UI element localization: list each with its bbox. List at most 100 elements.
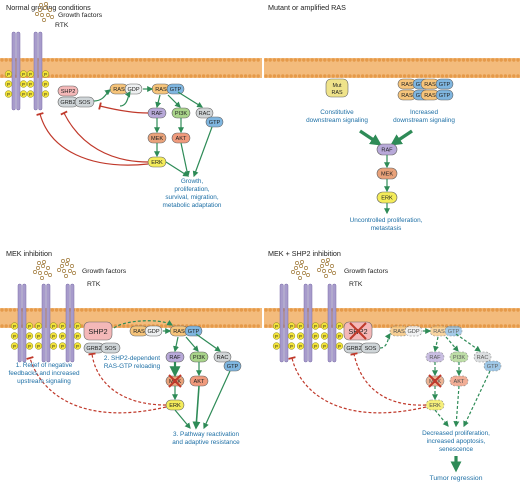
phospho-site xyxy=(34,342,43,350)
lipid-head xyxy=(54,58,59,62)
lipid-head xyxy=(377,74,382,78)
lipid-head xyxy=(248,58,252,62)
lipid-head xyxy=(172,74,176,78)
lipid-head xyxy=(453,74,457,78)
raf-label: RAF xyxy=(429,355,441,361)
lipid-head xyxy=(281,58,285,62)
phospho-label: P xyxy=(13,334,16,339)
ras-label: RAS xyxy=(424,93,436,99)
growth-factor-dot xyxy=(36,266,40,270)
erk: ERK xyxy=(147,156,167,168)
phospho-label: P xyxy=(290,324,293,329)
lipid-head xyxy=(276,58,281,62)
pi3k: PI3K xyxy=(449,351,469,363)
akt-label: AKT xyxy=(176,136,187,142)
lipid-head xyxy=(155,74,160,78)
ras-to-pi3k xyxy=(185,336,199,352)
phospho-site xyxy=(49,342,58,350)
phospho-site xyxy=(25,332,34,340)
receptor-chain xyxy=(332,283,337,363)
lipid-head xyxy=(33,308,38,312)
lipid-head xyxy=(482,58,487,62)
lipid-head xyxy=(302,74,306,78)
phospho-label: P xyxy=(22,72,25,77)
phospho-label: P xyxy=(299,344,302,349)
pi3k: PI3K xyxy=(189,351,209,363)
phospho-label: P xyxy=(37,334,40,339)
ras-label: RAS xyxy=(155,87,167,93)
akt-to-outcome xyxy=(180,142,190,178)
lipid-head xyxy=(516,58,520,62)
growth-factors-label: Growth factors xyxy=(82,268,127,275)
growth-factor-dot xyxy=(306,273,310,277)
phospho-label: P xyxy=(29,72,32,77)
lipid-head xyxy=(348,308,352,312)
lipid-head xyxy=(419,308,424,312)
erk: ERK xyxy=(165,399,185,411)
growth-factor-dot xyxy=(291,270,295,274)
lipid-head xyxy=(289,58,293,62)
lipid-head xyxy=(486,308,491,312)
ras-label: RAS xyxy=(401,93,413,99)
lipid-head xyxy=(440,308,445,312)
lipid-head xyxy=(419,58,424,62)
lipid-head xyxy=(248,74,252,78)
growth-factor-dot xyxy=(326,258,330,262)
lipid-head xyxy=(268,58,272,62)
rac-gtp-label: GTP xyxy=(209,120,221,126)
lipid-head xyxy=(122,58,126,62)
lipid-head xyxy=(201,308,206,312)
lipid-head xyxy=(360,308,365,312)
lipid-head xyxy=(491,74,495,78)
panel-title-combo: MEK + SHP2 inhibition xyxy=(268,249,341,258)
lipid-head xyxy=(461,74,466,78)
lipid-head xyxy=(168,308,172,312)
lipid-head xyxy=(172,308,176,312)
lipid-head xyxy=(495,324,499,328)
lipid-head xyxy=(423,58,428,62)
lipid-head xyxy=(92,308,97,312)
growth-factor-dot xyxy=(66,258,70,262)
rac-label: RAC xyxy=(199,111,211,117)
lipid-head xyxy=(381,324,386,328)
lipid-head xyxy=(432,308,436,312)
gtp-label: GTP xyxy=(439,82,451,88)
lipid-head xyxy=(143,308,147,312)
lipid-head xyxy=(214,308,218,312)
lipid-head xyxy=(331,74,335,78)
lipid-head xyxy=(12,308,17,312)
lipid-head xyxy=(352,74,356,78)
growth-factor-dot xyxy=(62,269,66,273)
lipid-head xyxy=(465,308,470,312)
gdp-label: GDP xyxy=(127,87,139,93)
lipid-head xyxy=(248,308,252,312)
mek: MEK xyxy=(147,132,167,144)
erk: ERK xyxy=(376,191,398,204)
phospho-site xyxy=(26,90,35,98)
phospho-label: P xyxy=(7,92,10,97)
phospho-label: P xyxy=(314,324,317,329)
phospho-label: P xyxy=(314,344,317,349)
lipid-head xyxy=(470,324,474,328)
ras-to-raf xyxy=(173,336,179,353)
lipid-head xyxy=(268,324,272,328)
sos-label: SOS xyxy=(365,346,377,352)
lipid-head xyxy=(503,58,508,62)
lipid-head xyxy=(210,58,214,62)
phospho-label: P xyxy=(22,82,25,87)
cross-stroke xyxy=(428,374,442,388)
phospho-label: P xyxy=(22,92,25,97)
lipid-head xyxy=(293,58,298,62)
mek-inhibition-cross xyxy=(428,374,442,388)
lipid-head xyxy=(54,308,59,312)
phospho-label: P xyxy=(7,72,10,77)
phospho-label: P xyxy=(44,82,47,87)
lipid-head xyxy=(164,58,168,62)
lipid-head xyxy=(470,74,474,78)
